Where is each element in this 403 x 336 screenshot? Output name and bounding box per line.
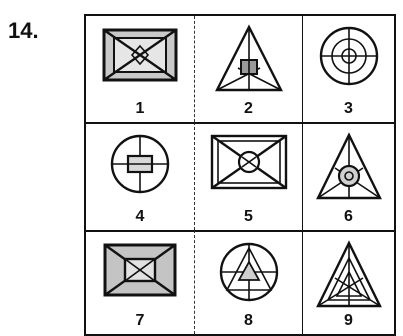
figure-cell-9: 9 (302, 230, 394, 334)
rectangle-x-circle-icon (209, 132, 289, 194)
rectangle-x-square-icon (101, 240, 179, 302)
figure-number: 6 (303, 208, 394, 226)
figure-number: 8 (195, 312, 302, 330)
figure-number: 2 (195, 100, 302, 118)
figure-number: 5 (195, 208, 302, 226)
figure-cell-4: 4 (86, 122, 194, 230)
figure-number: 1 (86, 100, 194, 118)
question-number: 14. (8, 18, 39, 44)
figure-cell-8: 8 (194, 230, 302, 334)
figure-number: 9 (303, 312, 394, 330)
triangle-circle-icon (315, 132, 383, 202)
figure-cell-3: 3 (302, 16, 394, 122)
circle-small-square-icon (108, 132, 172, 196)
figure-grid: 1 2 3 4 (84, 14, 396, 336)
figure-cell-6: 6 (302, 122, 394, 230)
concentric-circles-cross-icon (317, 24, 381, 88)
figure-number: 7 (86, 312, 194, 330)
figure-cell-2: 2 (194, 16, 302, 122)
figure-cell-5: 5 (194, 122, 302, 230)
figure-number: 4 (86, 208, 194, 226)
figure-cell-7: 7 (86, 230, 194, 334)
triangle-square-icon (214, 24, 284, 94)
figure-cell-1: 1 (86, 16, 194, 122)
triangle-nested-triangles-icon (315, 240, 383, 310)
rectangle-x-shaded-icon (100, 24, 180, 88)
circle-triangle-icon (217, 240, 281, 304)
figure-number: 3 (303, 100, 394, 118)
